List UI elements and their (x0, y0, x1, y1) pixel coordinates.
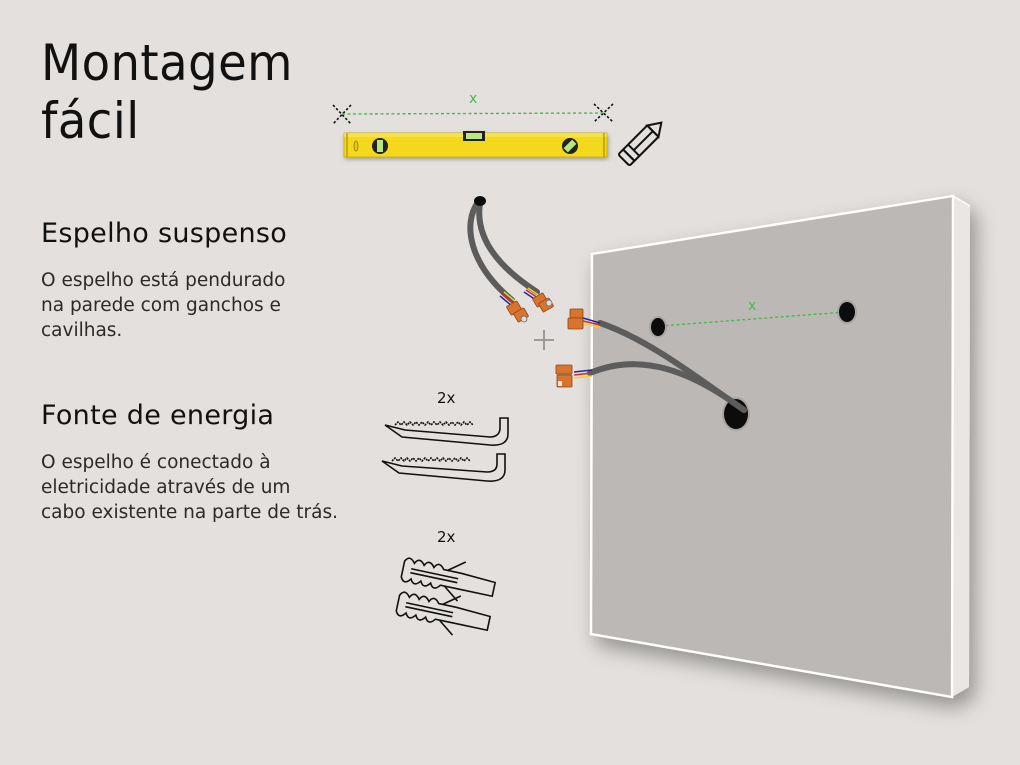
spirit-level-icon (343, 131, 608, 158)
body-line: eletricidade através de um (41, 477, 291, 498)
mounting-hole-icon (837, 300, 857, 324)
dowels-quantity: 2x (437, 528, 456, 546)
level-measure-mark: x (469, 91, 478, 107)
cable-connector-icon (555, 364, 573, 388)
hooks-quantity: 2x (437, 389, 456, 407)
cable-connector-icon (506, 300, 529, 323)
cable-wires (573, 317, 601, 379)
plus-icon (534, 330, 554, 350)
wall-plug-icon (400, 557, 497, 602)
body-line: cavilhas. (41, 320, 123, 341)
body-line: na parede com ganchos e (41, 295, 281, 316)
section-heading-power-source: Fonte de energia (41, 400, 275, 431)
title-line-1: Montagem (41, 34, 293, 92)
mounting-hole-icon (649, 316, 667, 338)
mirror-panel (589, 194, 971, 699)
wall-plug-icon (395, 591, 492, 636)
section-body-suspended-mirror: O espelho está pendurado na parede com g… (41, 268, 285, 343)
body-line: O espelho é conectado à (41, 452, 271, 473)
hook-screw-icon (384, 417, 509, 446)
wall-outlet-hole-icon (474, 196, 486, 206)
body-line: cabo existente na parte de trás. (41, 502, 338, 523)
section-body-power-source: O espelho é conectado à eletricidade atr… (41, 450, 338, 525)
page-title: Montagem fácil (41, 34, 293, 150)
cable-connector-icon (532, 292, 554, 313)
section-heading-suspended-mirror: Espelho suspenso (41, 218, 288, 249)
mirror-cable (587, 320, 747, 413)
cable-connector-icon (567, 308, 584, 330)
pencil-icon (618, 121, 663, 166)
hook-screw-icon (381, 453, 506, 482)
wall-cable (467, 199, 540, 303)
title-line-2: fácil (41, 92, 140, 150)
mirror-measure-mark: x (748, 298, 757, 314)
body-line: O espelho está pendurado (41, 270, 286, 291)
mirror-guide-line (659, 311, 847, 327)
level-guide-line (341, 112, 605, 115)
